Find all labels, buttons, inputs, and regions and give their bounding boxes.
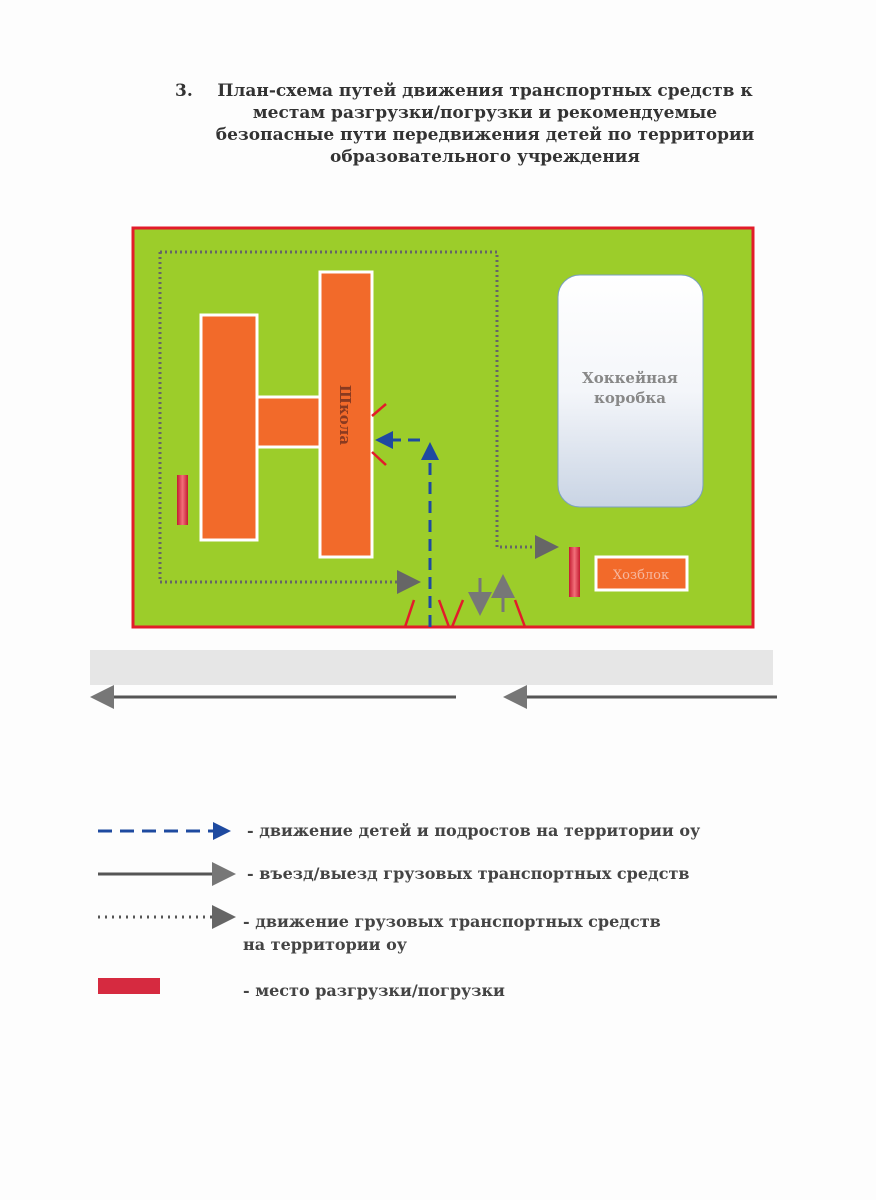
title-text: План-схема путей движения транспортных с… — [215, 81, 755, 167]
legend-loading-zone-icon — [98, 978, 160, 994]
hockey-box — [557, 274, 704, 508]
loading-zone-left — [177, 475, 188, 525]
page-title: 3. План-схема путей движения транспортны… — [170, 80, 770, 168]
utility-building — [594, 555, 689, 592]
title-number: 3. — [175, 81, 193, 101]
legend-text-truck-entry: - въезд/выезд грузовых транспортных сред… — [247, 864, 690, 883]
legend-text-truck-movement: - движение грузовых транспортных средств… — [243, 912, 661, 954]
school-label: Школа — [336, 385, 354, 445]
truck-path-dotted-left — [158, 252, 421, 594]
hockey-label-2: коробка — [594, 389, 666, 407]
legend-text-children: - движение детей и подростов на территор… — [247, 821, 701, 840]
truck-path-dotted — [160, 250, 559, 559]
loading-zone-right — [569, 547, 580, 597]
gate-lines — [371, 403, 527, 628]
road — [90, 650, 773, 685]
utility-label: Хозблок — [613, 568, 669, 583]
legend-text-loading: - место разгрузки/погрузки — [243, 981, 505, 1000]
school-building — [199, 270, 374, 559]
hockey-label-1: Хоккейная — [582, 369, 678, 387]
